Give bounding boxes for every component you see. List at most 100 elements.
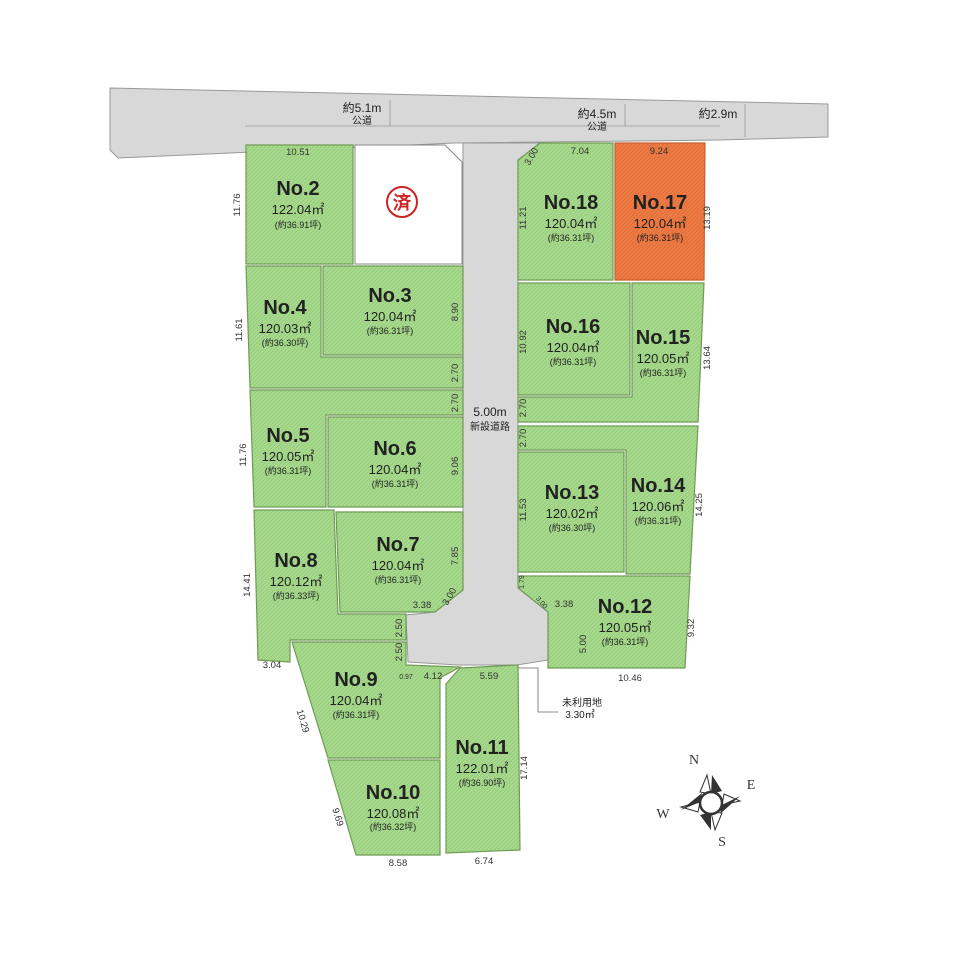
dimension-label: 5.59: [480, 671, 499, 682]
lot-17[interactable]: [614, 142, 706, 281]
lot-5-area: 120.05㎡: [262, 449, 315, 464]
lot-12-number: No.12: [598, 596, 652, 618]
dimension-label: 11.76: [238, 443, 249, 466]
dimension-label: 2.70: [450, 394, 461, 413]
lots: [245, 142, 706, 856]
lot-labels: No.2 122.04㎡ (約36.91坪) No.3 120.04㎡ (約36…: [259, 178, 691, 832]
lot-6-number: No.6: [373, 438, 416, 460]
lot-11-number: No.11: [455, 737, 508, 759]
lot-10-area: 120.08㎡: [367, 806, 420, 821]
lot-13[interactable]: [517, 451, 625, 573]
lot-11[interactable]: [445, 664, 521, 854]
lot-3-number: No.3: [368, 285, 411, 307]
lot-4[interactable]: [245, 265, 464, 389]
compass-icon: N E S W: [656, 753, 755, 850]
new-road-width-label: 5.00m: [473, 405, 506, 419]
lot-3[interactable]: [322, 265, 464, 356]
dimension-label: 0.97: [399, 674, 413, 681]
sold-stamp-char: 済: [393, 192, 412, 213]
compass-east: E: [747, 778, 756, 793]
dimension-label: 14.25: [694, 493, 705, 517]
lot-16[interactable]: [517, 282, 631, 396]
lot-8-number: No.8: [274, 550, 317, 572]
dimension-label: 8.58: [389, 858, 408, 869]
lot-10-number: No.10: [366, 782, 420, 804]
lot-8-tsubo: (約36.33坪): [273, 590, 320, 601]
dimension-label: 11.21: [518, 206, 529, 229]
lot-15-tsubo: (約36.31坪): [640, 367, 687, 378]
dimension-label: 13.19: [702, 206, 713, 230]
dimension-label: 8.90: [450, 303, 461, 322]
dimension-label: 9.06: [450, 457, 461, 476]
lot-18-tsubo: (約36.31坪): [548, 232, 595, 243]
dimension-label: 17.14: [519, 756, 530, 780]
dimension-label: 1.79: [519, 575, 526, 589]
lot-8-area: 120.12㎡: [270, 574, 323, 589]
road-width-label-left: 約5.1m: [343, 100, 382, 115]
dimension-label: 10.51: [286, 147, 310, 158]
lot-4-area: 120.03㎡: [259, 321, 312, 336]
dimension-label: 2.70: [450, 364, 461, 383]
road-width-label-mid: 約4.5m: [578, 106, 617, 121]
lot-9[interactable]: [291, 641, 463, 759]
dimension-label: 9.32: [686, 619, 697, 638]
lot-6[interactable]: [327, 416, 464, 508]
dimension-label: 10.92: [518, 330, 529, 354]
lot-4-number: No.4: [263, 297, 307, 319]
dimension-label: 9.69: [329, 807, 345, 828]
lot-18[interactable]: [517, 142, 614, 281]
lot-12-area: 120.05㎡: [599, 620, 652, 635]
lot-5-tsubo: (約36.31坪): [265, 465, 312, 476]
lot-2-area: 122.04㎡: [272, 202, 325, 217]
compass-ring: [698, 790, 724, 816]
lot-9-number: No.9: [334, 669, 377, 691]
lot-2[interactable]: [245, 144, 354, 265]
dimension-label: 2.50: [394, 619, 405, 638]
dimension-label: 11.76: [232, 193, 243, 216]
public-road: [109, 87, 829, 159]
public-road-label-mid: 公道: [587, 120, 607, 133]
dimension-label: 11.61: [234, 318, 245, 341]
lot-7[interactable]: [335, 511, 464, 613]
dimension-label: 2.70: [518, 429, 529, 448]
lot-2-number: No.2: [276, 178, 319, 200]
lot-16-number: No.16: [546, 316, 600, 338]
unused-land-leader: [518, 667, 558, 713]
unused-land-label: 未利用地: [562, 696, 602, 709]
lot-8[interactable]: [253, 509, 407, 663]
lot-13-tsubo: (約36.30坪): [549, 522, 596, 533]
dimension-label: 13.64: [702, 346, 713, 370]
lot-5[interactable]: [249, 389, 464, 508]
dimension-label: 3.38: [555, 599, 574, 610]
dimension-label: 4.12: [424, 671, 443, 682]
lot-3-tsubo: (約36.31坪): [367, 325, 414, 336]
lot-12[interactable]: [517, 575, 691, 669]
lot-14-number: No.14: [631, 475, 686, 497]
lot-11-area: 122.01㎡: [456, 761, 509, 776]
lot-7-tsubo: (約36.31坪): [375, 574, 422, 585]
dimension-label: 9.24: [650, 146, 669, 157]
dimension-label: 14.41: [242, 573, 253, 597]
lot-13-number: No.13: [545, 482, 599, 504]
lot-13-area: 120.02㎡: [546, 506, 599, 521]
dimension-label: 2.70: [518, 399, 529, 418]
lot-15-number: No.15: [636, 327, 690, 349]
compass-west: W: [656, 807, 670, 822]
dimension-label: 3.38: [413, 600, 432, 611]
compass-north: N: [689, 753, 699, 768]
lot-14[interactable]: [517, 425, 699, 575]
dimension-label: 6.74: [475, 856, 494, 867]
dimension-label: 11.53: [518, 498, 529, 521]
lot-18-area: 120.04㎡: [545, 216, 598, 231]
sold-lot: [354, 144, 463, 265]
dimension-label: 3.04: [263, 660, 282, 671]
dimension-label: 7.85: [450, 547, 461, 566]
lot-17-number: No.17: [633, 192, 687, 214]
sold-stamp: [386, 186, 418, 218]
lot-11-tsubo: (約36.90坪): [459, 777, 506, 788]
lot-10[interactable]: [327, 759, 441, 856]
lot-2-tsubo: (約36.91坪): [275, 219, 322, 230]
lot-15-area: 120.05㎡: [637, 351, 690, 366]
compass-needle: [720, 796, 740, 814]
lot-15[interactable]: [517, 282, 705, 423]
